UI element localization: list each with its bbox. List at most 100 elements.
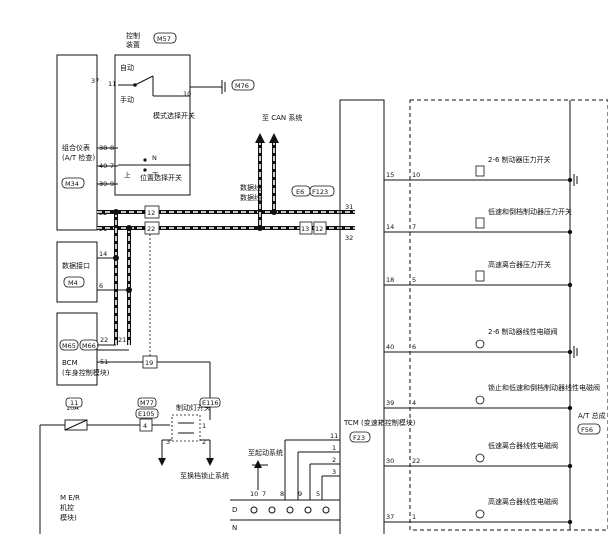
conn-m34 xyxy=(61,177,85,189)
at-pin-c4: 6 xyxy=(412,343,416,351)
ecm-label-1: M E/R xyxy=(60,494,80,502)
conn-f23 xyxy=(349,431,371,443)
pin-j-31: 31 xyxy=(345,203,353,211)
junction-12a xyxy=(144,205,160,219)
conn-e105 xyxy=(135,408,159,419)
junction-13 xyxy=(299,221,313,235)
conn-f123-label: F123 xyxy=(312,188,328,196)
pin-dl-14: 14 xyxy=(99,250,107,258)
pin-dl-6: 6 xyxy=(99,282,103,290)
conn-f23-label: F23 xyxy=(353,434,365,442)
junction-12b xyxy=(313,221,327,235)
conn-e116 xyxy=(199,397,221,408)
data-line-label-a: 数据线 xyxy=(240,183,261,192)
bcm-label-1: BCM xyxy=(62,359,78,367)
at-switch-c1 xyxy=(475,165,485,177)
pin-ctrl-37: 37 xyxy=(91,77,99,85)
at-label-c3: 高速离合器压力开关 xyxy=(488,260,551,269)
data-link-label: 数据接口 xyxy=(62,261,90,270)
gear-row-n: N xyxy=(232,524,237,532)
ecm-label-2: 机控 xyxy=(60,503,74,512)
can-arrow-2 xyxy=(269,133,279,143)
tcm: TCM (变速箱控制模块) F23 xyxy=(339,99,416,534)
control-device-box xyxy=(114,54,191,196)
at-junction-c3 xyxy=(567,282,573,288)
at-pin-c7: 1 xyxy=(412,513,416,521)
shift-lock-label: 至换档锁止系统 xyxy=(180,471,229,480)
at-coil-c5 xyxy=(475,395,485,405)
tcm-pin-c6: 30 xyxy=(386,457,394,465)
tcm-pin-c3: 18 xyxy=(386,276,394,284)
pin-j-12b: 12 xyxy=(315,225,323,233)
arrow-brk xyxy=(206,458,214,466)
junction-22 xyxy=(144,221,160,235)
conn-f56-label: F56 xyxy=(581,426,593,434)
can-arrow-1 xyxy=(255,133,265,143)
pos-switch-up-label: 上 xyxy=(124,170,131,179)
at-junction-c5 xyxy=(567,405,573,411)
pin-n-5: 5 xyxy=(316,490,320,498)
at-label-c5: 锁止和低速和倒档制动器线性电磁阀 xyxy=(488,383,600,392)
conn-m76 xyxy=(231,79,255,91)
conn-m34-label: M34 xyxy=(65,180,79,188)
mode-select-switch-label: 模式选择开关 xyxy=(153,111,195,120)
conn-f123 xyxy=(309,185,335,197)
conn-m65-label: M65 xyxy=(62,342,76,350)
at-box xyxy=(409,99,608,531)
ecm-label-3: 模块) xyxy=(60,513,77,522)
can-bus: 至 CAN 系统 数据线 数据线 12 22 13 12 31 32 E6 F1… xyxy=(97,113,355,345)
pin-j-12a: 12 xyxy=(147,209,155,217)
meter-label-1: 组合仪表 xyxy=(62,143,90,152)
at-label: A/T 总成 xyxy=(578,411,606,420)
conn-m57-label: M57 xyxy=(157,35,171,43)
position-select-switch-label: 位置选择开关 xyxy=(140,173,182,182)
pin-brk-2: 2 xyxy=(202,438,206,446)
tcm-pin-c1: 15 xyxy=(386,171,394,179)
pin-brk-1: 1 xyxy=(202,422,206,430)
pos-switch-n-label: N xyxy=(152,154,157,162)
switch-manual-label: 手动 xyxy=(120,95,134,104)
conn-m77 xyxy=(137,397,157,408)
mode-switch-pivot xyxy=(133,83,137,87)
gear-row-d: D xyxy=(232,506,237,514)
meter-box xyxy=(56,54,98,231)
tcm-label: TCM (变速箱控制模块) xyxy=(343,418,416,427)
conn-m76-label: M76 xyxy=(235,82,249,90)
pin-tcm-2: 2 xyxy=(332,456,336,464)
pin-n-9: 9 xyxy=(298,490,302,498)
data-line-label-b: 数据线 xyxy=(240,193,261,202)
brake-switch-label: 制动灯开关 xyxy=(176,403,211,412)
at-junction-c4 xyxy=(567,349,573,355)
pin-j-13: 13 xyxy=(301,225,309,233)
at-junction-c7 xyxy=(567,519,573,525)
brake-switch xyxy=(171,414,201,442)
at-switch-c3 xyxy=(475,270,485,282)
control-device-label-1: 控制 xyxy=(126,31,140,40)
tcm-pin-c7: 37 xyxy=(386,513,394,521)
at-label-c6: 低速离合器线性电磁阀 xyxy=(488,441,558,450)
at-pin-c5: 4 xyxy=(412,399,416,407)
tcm-pin-c4: 40 xyxy=(386,343,394,351)
conn-e6-label: E6 xyxy=(296,188,304,196)
meter-label-2: (A/T 检查) xyxy=(62,153,95,162)
conn-m66-label: M66 xyxy=(82,342,96,350)
pos-switch-down-label: 下 xyxy=(152,171,159,179)
fuse-no-label: 11 xyxy=(70,399,78,407)
pin-j-4: 4 xyxy=(143,422,147,430)
pin-tcm-1: 1 xyxy=(332,444,336,452)
data-link-box xyxy=(56,241,98,303)
pin-n-10: 10 xyxy=(250,490,258,498)
conn-m57 xyxy=(153,32,177,44)
switch-auto-label: 自动 xyxy=(120,63,134,72)
at-label-c7: 高速离合器线性电磁阀 xyxy=(488,497,558,506)
at-junction-c6 xyxy=(567,463,573,469)
at-switch-c2 xyxy=(475,217,485,229)
pin-j-19: 19 xyxy=(145,359,153,367)
conn-e116-label: E116 xyxy=(202,399,219,407)
brake-circuit: 10A 11 4 M77 E105 制动灯开关 E116 1 2 3 至换档锁止… xyxy=(39,397,229,534)
start-arrow xyxy=(254,460,262,468)
conn-m4-label: M4 xyxy=(68,279,78,287)
mode-switch-blade xyxy=(134,75,154,86)
pin-tcm-3: 3 xyxy=(332,468,336,476)
arrow-shift xyxy=(158,458,166,466)
